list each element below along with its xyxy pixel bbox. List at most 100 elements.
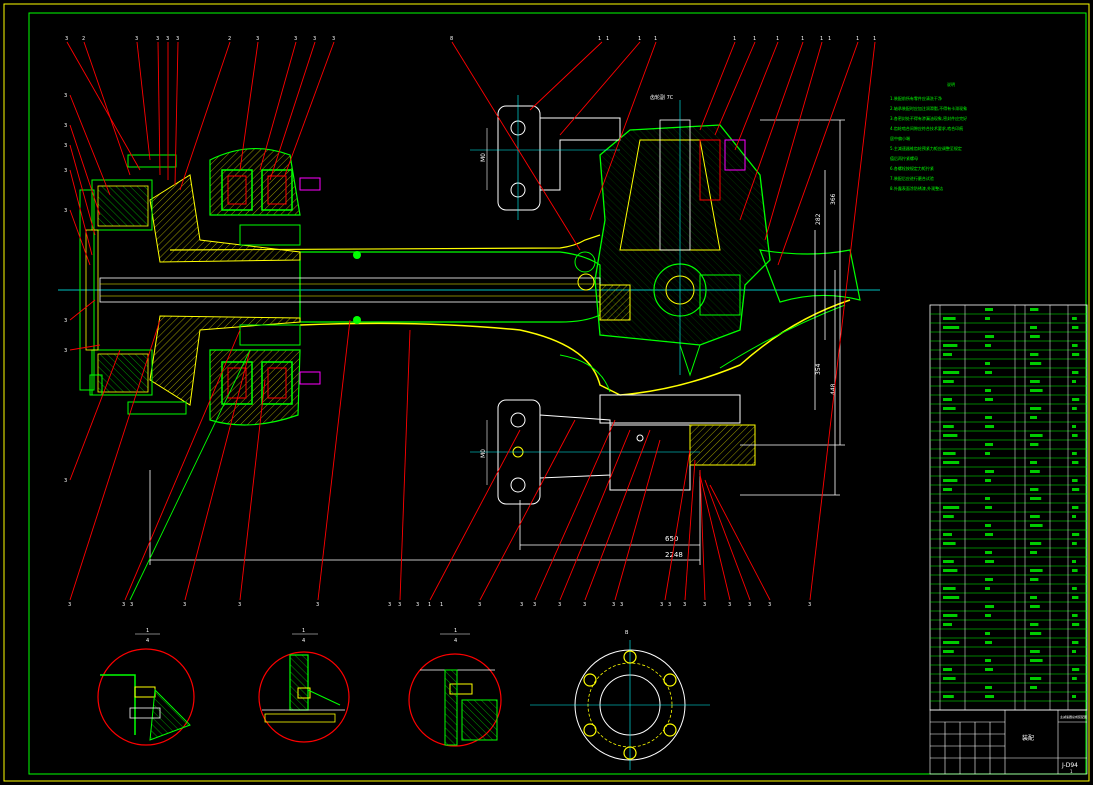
bom-cell-mark bbox=[1072, 569, 1078, 572]
bom-cell-mark bbox=[985, 344, 991, 347]
view-b-label: B bbox=[625, 630, 629, 636]
bom-cell-mark bbox=[943, 398, 952, 401]
bom-cell-mark bbox=[1030, 551, 1037, 554]
leader-lines bbox=[66, 41, 876, 601]
bom-cell-mark bbox=[1072, 425, 1076, 428]
bom-cell-mark bbox=[1030, 434, 1043, 437]
bom-cell-mark bbox=[943, 560, 954, 563]
bom-cell-mark bbox=[1072, 434, 1078, 437]
bom-cell-mark bbox=[1030, 416, 1037, 419]
bom-cell-mark bbox=[1030, 389, 1043, 392]
detail-section-1: 1 4 bbox=[97, 628, 195, 746]
bom-cell-mark bbox=[943, 668, 952, 671]
bom-cell-mark bbox=[985, 398, 993, 401]
outer-frame bbox=[3, 3, 1090, 782]
bom-cell-mark bbox=[985, 452, 990, 455]
bom-cell-mark bbox=[1072, 479, 1078, 482]
section-2-label: 1 bbox=[302, 628, 305, 634]
callout-bl-4: 3 bbox=[183, 602, 186, 608]
bom-cell-mark bbox=[1030, 362, 1042, 365]
bom-cell-mark bbox=[1072, 515, 1076, 518]
callout-br-2: 3 bbox=[660, 602, 663, 608]
callout-bl-6: 3 bbox=[316, 602, 319, 608]
title-block-drawing-number: J-D94 bbox=[1061, 762, 1078, 769]
bom-cell-mark bbox=[985, 641, 992, 644]
bom-cell-mark bbox=[1030, 380, 1040, 383]
bom-cell-mark bbox=[985, 605, 994, 608]
bom-cell-mark bbox=[1030, 596, 1037, 599]
callout-bm-3: 1 bbox=[428, 602, 431, 608]
bom-cell-mark bbox=[985, 632, 990, 635]
callout-bl-2: 3 bbox=[122, 602, 125, 608]
detail-section-3: 1 4 bbox=[408, 628, 502, 747]
callout-br-3: 3 bbox=[668, 602, 671, 608]
bom-cell-mark bbox=[1072, 623, 1080, 626]
callout-tl-2: 2 bbox=[82, 36, 85, 42]
bom-cell-mark bbox=[1030, 515, 1040, 518]
bom-cell-mark bbox=[985, 425, 994, 428]
bom-cell-mark bbox=[943, 542, 956, 545]
bom-cell-mark bbox=[1030, 650, 1040, 653]
bom-cell-mark bbox=[943, 326, 960, 329]
bom-cell-mark bbox=[1072, 677, 1077, 680]
bom-cell-mark bbox=[1072, 353, 1080, 356]
callout-tl-9: 3 bbox=[294, 36, 297, 42]
bom-cell-mark bbox=[943, 479, 958, 482]
bom-cell-mark bbox=[943, 317, 956, 320]
bom-cell-mark bbox=[985, 695, 994, 698]
bom-cell-mark bbox=[985, 317, 990, 320]
callout-ls-3: 3 bbox=[64, 143, 67, 149]
bom-cell-mark bbox=[943, 407, 956, 410]
bom-cell-mark bbox=[985, 362, 990, 365]
bom-cell-mark bbox=[1030, 677, 1042, 680]
upper-mount bbox=[470, 95, 621, 220]
section-3-label: 1 bbox=[454, 628, 457, 634]
dim-448: 448 bbox=[830, 383, 837, 395]
callout-tl-11: 3 bbox=[332, 36, 335, 42]
bom-cell-mark bbox=[943, 569, 958, 572]
bom-cell-mark bbox=[1072, 344, 1078, 347]
m0-left-label: M0 bbox=[480, 153, 487, 162]
callout-ls-7: 3 bbox=[64, 348, 67, 354]
axle-assembly bbox=[58, 234, 880, 396]
bom-cell-mark bbox=[1030, 569, 1043, 572]
callout-bl-3: 3 bbox=[130, 602, 133, 608]
callout-tm-2: 1 bbox=[598, 36, 601, 42]
bom-cell-mark bbox=[1030, 308, 1039, 311]
callouts-top-mid: 8 1 1 1 1 bbox=[450, 36, 657, 42]
technical-notes: 说明 1.装配前所有零件应清洗干净 2.轴承装配时应加注润滑脂,不得有卡滞现象 … bbox=[890, 82, 990, 194]
dim-354: 354 bbox=[815, 363, 822, 375]
bom-cell-mark bbox=[1072, 650, 1076, 653]
callout-tm-3: 1 bbox=[606, 36, 609, 42]
callout-ls-2: 3 bbox=[64, 123, 67, 129]
bom-cell-mark bbox=[985, 443, 993, 446]
title-block-sheet: 1 bbox=[1070, 769, 1073, 774]
bom-cell-mark bbox=[985, 551, 992, 554]
bom-cell-mark bbox=[1072, 614, 1078, 617]
bom-cell-mark bbox=[943, 515, 954, 518]
notes-line: 1.装配前所有零件应清洗干净 bbox=[890, 96, 942, 101]
bom-cell-mark bbox=[943, 650, 954, 653]
callout-br-6: 3 bbox=[728, 602, 731, 608]
callout-bm-9: 3 bbox=[583, 602, 586, 608]
callout-tm-1: 8 bbox=[450, 36, 453, 42]
detail-section-2: 1 4 bbox=[258, 628, 350, 743]
bom-cell-mark bbox=[943, 641, 960, 644]
callout-bm-10: 3 bbox=[612, 602, 615, 608]
bom-cell-mark bbox=[985, 497, 990, 500]
callout-bm-5: 3 bbox=[478, 602, 481, 608]
upper-bearing-assembly bbox=[209, 148, 321, 246]
bom-cell-mark bbox=[943, 425, 954, 428]
bom-cell-mark bbox=[1030, 497, 1042, 500]
bom-cell-mark bbox=[985, 659, 991, 662]
callouts-top-left: 3 2 3 3 3 3 2 3 3 3 3 bbox=[65, 36, 335, 42]
callout-br-9: 3 bbox=[808, 602, 811, 608]
callout-tl-3: 3 bbox=[135, 36, 138, 42]
callout-tl-10: 3 bbox=[313, 36, 316, 42]
title-block bbox=[929, 709, 1088, 775]
bom-cell-mark bbox=[943, 452, 956, 455]
bom-cell-mark bbox=[1072, 407, 1077, 410]
bom-cell-mark bbox=[985, 533, 993, 536]
bom-cell-mark bbox=[1072, 398, 1080, 401]
